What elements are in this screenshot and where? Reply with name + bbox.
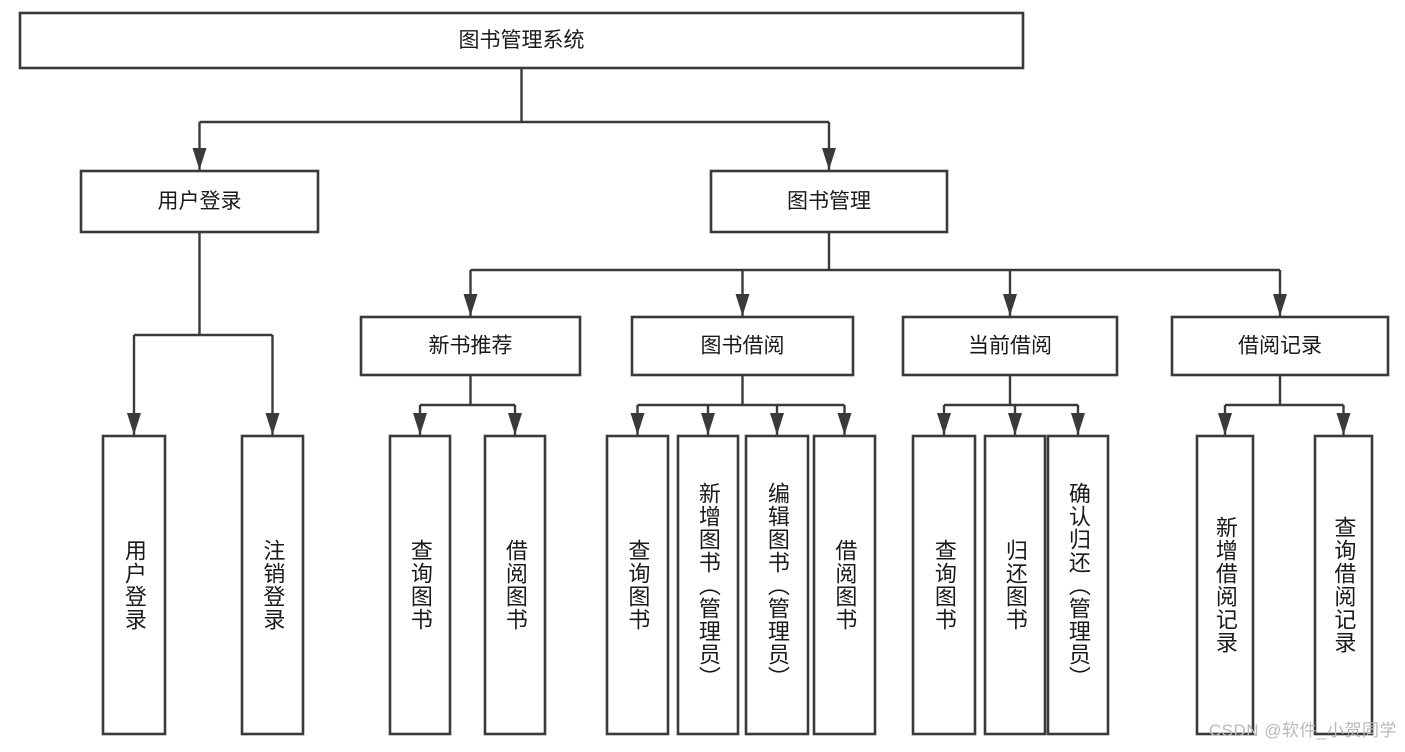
node-level2-book-manage[interactable]: 图书管理 [709,169,949,234]
arrow-head-icon [1008,413,1022,435]
arrow-head-icon [508,413,522,435]
node-leaf-leaf-edit-book[interactable] [744,434,810,736]
arrow-head-icon [463,294,478,316]
arrow-head-icon [127,413,141,435]
node-leaf-leaf-add-record[interactable] [1195,434,1255,736]
node-leaf-leaf-return-book-rect [983,434,1047,736]
arrow-head-icon [265,413,280,435]
arrow-head-icon [735,294,750,316]
node-level2-user-login-rect [79,169,320,234]
node-level3-book-borrow-label: 图书借阅 [701,335,785,358]
node-level3-new-book-rec-rect [359,315,582,377]
node-root[interactable]: 图书管理系统 [18,11,1025,70]
node-level3-current-borrow-rect [901,315,1119,377]
arrow-head-icon [1336,413,1351,435]
node-level3-book-borrow[interactable]: 图书借阅 [630,315,855,377]
node-level3-borrow-record-label: 借阅记录 [1238,335,1322,358]
arrow-head-icon [1071,413,1085,435]
node-leaf-leaf-borrow-book-2[interactable] [812,434,877,736]
node-leaf-leaf-user-logout[interactable] [240,434,305,736]
node-leaf-leaf-query-book-3-rect [911,434,977,736]
node-leaf-leaf-query-record-rect [1313,434,1374,736]
node-leaf-leaf-user-logout-rect [240,434,305,736]
node-leaf-leaf-confirm-return[interactable] [1046,434,1110,736]
node-leaf-leaf-add-record-rect [1195,434,1255,736]
node-leaf-leaf-borrow-book-1[interactable] [483,434,547,736]
arrow-head-icon [192,148,207,170]
node-level3-current-borrow-label: 当前借阅 [968,335,1052,358]
node-leaf-leaf-return-book[interactable] [983,434,1047,736]
node-level3-new-book-rec-label: 新书推荐 [429,335,513,358]
node-level3-borrow-record[interactable]: 借阅记录 [1170,315,1390,377]
node-level3-current-borrow[interactable]: 当前借阅 [901,315,1119,377]
node-leaf-leaf-borrow-book-1-rect [483,434,547,736]
node-level2-book-manage-label: 图书管理 [787,190,871,213]
node-leaf-leaf-query-book-1[interactable] [388,434,452,736]
arrow-head-icon [1273,294,1287,316]
arrow-head-icon [1003,294,1017,316]
node-root-rect [18,11,1025,70]
node-leaf-leaf-query-record[interactable] [1313,434,1374,736]
node-leaf-leaf-user-login[interactable] [101,434,167,736]
arrow-head-icon [822,148,836,170]
node-level2-user-login[interactable]: 用户登录 [79,169,320,234]
arrow-head-icon [837,413,852,435]
arrow-head-icon [770,413,784,435]
node-level3-new-book-rec[interactable]: 新书推荐 [359,315,582,377]
node-leaf-leaf-add-book-rect [676,434,740,736]
arrow-head-icon [937,413,951,435]
node-leaf-leaf-query-book-2[interactable] [605,434,670,736]
arrow-head-icon [413,413,427,435]
node-leaf-leaf-edit-book-rect [744,434,810,736]
node-leaf-leaf-query-book-3[interactable] [911,434,977,736]
node-leaf-leaf-query-book-2-rect [605,434,670,736]
node-leaf-leaf-borrow-book-2-rect [812,434,877,736]
node-leaf-leaf-add-book[interactable] [676,434,740,736]
arrow-head-icon [1218,413,1232,435]
node-leaf-leaf-confirm-return-rect [1046,434,1110,736]
csdn-watermark: CSDN @软件_小贺同学 [1208,721,1397,740]
node-leaf-leaf-query-book-1-rect [388,434,452,736]
node-level2-user-login-label: 用户登录 [158,190,242,213]
arrow-head-icon [701,413,715,435]
node-root-label: 图书管理系统 [459,29,585,52]
arrow-head-icon [630,413,645,435]
node-leaf-leaf-user-login-rect [101,434,167,736]
